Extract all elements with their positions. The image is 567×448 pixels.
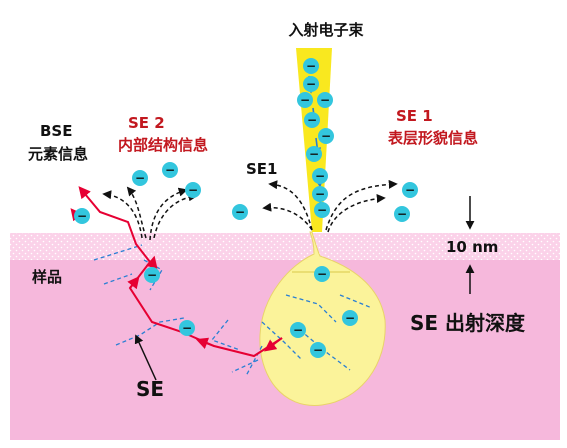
svg-text:−: − bbox=[313, 343, 323, 357]
svg-text:−: − bbox=[165, 163, 175, 177]
se2-desc: 内部结构信息 bbox=[118, 136, 208, 154]
electron: − bbox=[132, 170, 148, 186]
electron: − bbox=[317, 92, 333, 108]
se-label: SE bbox=[136, 377, 164, 401]
electron: − bbox=[297, 92, 313, 108]
svg-text:−: − bbox=[300, 93, 310, 107]
emission-arrows bbox=[102, 179, 398, 241]
svg-text:−: − bbox=[405, 183, 415, 197]
electron: − bbox=[303, 58, 319, 74]
se-depth-label: SE 出射深度 bbox=[410, 311, 526, 335]
svg-text:−: − bbox=[397, 207, 407, 221]
svg-text:−: − bbox=[135, 171, 145, 185]
svg-text:−: − bbox=[345, 311, 355, 325]
se1-desc: 表层形貌信息 bbox=[388, 129, 478, 147]
bse-desc: 元素信息 bbox=[28, 145, 88, 163]
electron: − bbox=[394, 206, 410, 222]
svg-text:−: − bbox=[320, 93, 330, 107]
electrons: − − − − − − − − − − − − − − − − − − − − … bbox=[74, 58, 418, 358]
electron: − bbox=[318, 128, 334, 144]
electron: − bbox=[74, 208, 90, 224]
se2-title: SE 2 bbox=[128, 114, 165, 132]
se-pointer bbox=[134, 334, 157, 381]
svg-text:−: − bbox=[182, 321, 192, 335]
electron: − bbox=[179, 320, 195, 336]
se1-title: SE 1 bbox=[396, 107, 433, 125]
electron: − bbox=[314, 202, 330, 218]
svg-text:−: − bbox=[321, 129, 331, 143]
svg-text:−: − bbox=[315, 169, 325, 183]
svg-text:−: − bbox=[306, 59, 316, 73]
interaction-volume bbox=[259, 231, 386, 406]
svg-text:−: − bbox=[293, 323, 303, 337]
electron: − bbox=[144, 267, 160, 283]
electron: − bbox=[402, 182, 418, 198]
depth-value: 10 nm bbox=[446, 238, 498, 256]
svg-text:−: − bbox=[77, 209, 87, 223]
svg-text:−: − bbox=[317, 203, 327, 217]
electron-tracks bbox=[93, 244, 373, 377]
svg-text:−: − bbox=[307, 113, 317, 127]
electron: − bbox=[290, 322, 306, 338]
svg-text:−: − bbox=[317, 267, 327, 281]
svg-text:−: − bbox=[306, 77, 316, 91]
electron: − bbox=[312, 186, 328, 202]
svg-text:−: − bbox=[235, 205, 245, 219]
svg-text:−: − bbox=[188, 183, 198, 197]
electron: − bbox=[306, 146, 322, 162]
sample-label: 样品 bbox=[32, 268, 62, 286]
electron: − bbox=[162, 162, 178, 178]
surface-layer bbox=[10, 233, 560, 260]
svg-text:−: − bbox=[309, 147, 319, 161]
electron: − bbox=[304, 112, 320, 128]
se1-arrow-label: SE1 bbox=[246, 160, 278, 178]
bse-title: BSE bbox=[40, 122, 72, 140]
electron: − bbox=[342, 310, 358, 326]
electron: − bbox=[312, 168, 328, 184]
svg-text:−: − bbox=[315, 187, 325, 201]
electron: − bbox=[185, 182, 201, 198]
electron: − bbox=[314, 266, 330, 282]
electron: − bbox=[232, 204, 248, 220]
electron: − bbox=[310, 342, 326, 358]
electron: − bbox=[303, 76, 319, 92]
beam-label: 入射电子束 bbox=[288, 21, 364, 39]
svg-text:−: − bbox=[147, 268, 157, 282]
